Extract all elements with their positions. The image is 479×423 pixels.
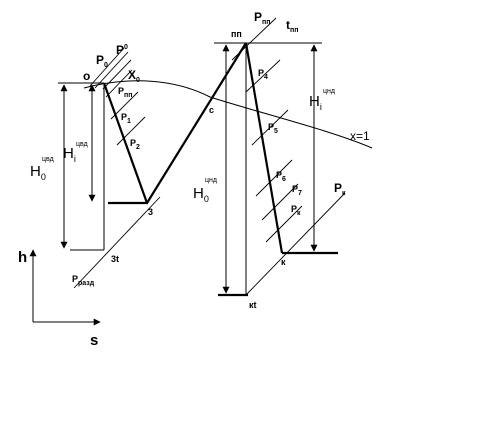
label-p-pp-left: Pпп xyxy=(118,86,132,99)
label-p1: P1 xyxy=(121,112,131,125)
isobar-p4 xyxy=(245,59,281,93)
cvd-process xyxy=(102,82,149,204)
point-k-label: к xyxy=(281,257,286,267)
label-p2: P2 xyxy=(130,138,140,151)
point-o-label: o xyxy=(83,69,90,83)
label-p7: P7 xyxy=(292,184,302,197)
saturation-label: x=1 xyxy=(350,129,370,143)
label-hi-cnd: Hi xyxy=(309,93,322,112)
point-3t-label: 3t xyxy=(111,254,119,264)
isobar-p2 xyxy=(116,116,146,146)
label-hi-cnd-sup: цнд xyxy=(323,88,335,95)
isobar-x0 xyxy=(102,59,132,90)
label-pk: Pк xyxy=(334,181,346,197)
point-3-label: 3 xyxy=(148,207,153,217)
point-kt-label: кt xyxy=(249,300,257,310)
label-p0-prime: P0 xyxy=(116,43,128,57)
label-p-razd: Pразд xyxy=(72,274,95,287)
label-pk-prime: Pк xyxy=(291,204,301,217)
label-t-pp: tпп xyxy=(286,18,298,34)
h-axis-label: h xyxy=(18,249,27,266)
label-p6: P6 xyxy=(276,170,286,183)
isobar-p-pp-left xyxy=(105,69,133,98)
label-h0-cnd-sup: цнд xyxy=(205,177,217,184)
label-h0-cvd-sup: цвд xyxy=(42,156,54,163)
point-c-label: c xyxy=(209,105,214,115)
label-hi-cvd-sup: цвд xyxy=(76,141,88,148)
isobar-p-razd xyxy=(73,196,161,289)
isobar-p1 xyxy=(110,91,139,120)
isobar-p7 xyxy=(261,183,299,221)
isobar-p0-prime xyxy=(94,51,129,89)
saturation-line xyxy=(83,80,373,149)
label-p0: P0 xyxy=(96,53,108,69)
isobar-p-pp-top xyxy=(231,17,277,61)
label-h0-cvd: H0 xyxy=(30,163,46,182)
label-h0-cnd: H0 xyxy=(193,185,209,204)
label-p-pp-top: Pпп xyxy=(254,10,270,26)
point-x0-label: X0 xyxy=(128,68,140,84)
label-p4: P4 xyxy=(258,68,268,81)
reheat-line xyxy=(146,42,247,204)
label-p5: P5 xyxy=(268,122,278,135)
cnd-process xyxy=(244,42,284,254)
point-pp-label: пп xyxy=(231,29,242,39)
isobar-p5 xyxy=(251,109,289,146)
s-axis-label: s xyxy=(90,332,98,349)
isobar-pk xyxy=(245,192,346,296)
label-hi-cvd: Hi xyxy=(63,145,76,164)
isobar-p6 xyxy=(255,159,293,197)
isobar-p0 xyxy=(89,47,125,87)
isobar-pk-prime xyxy=(265,205,303,243)
